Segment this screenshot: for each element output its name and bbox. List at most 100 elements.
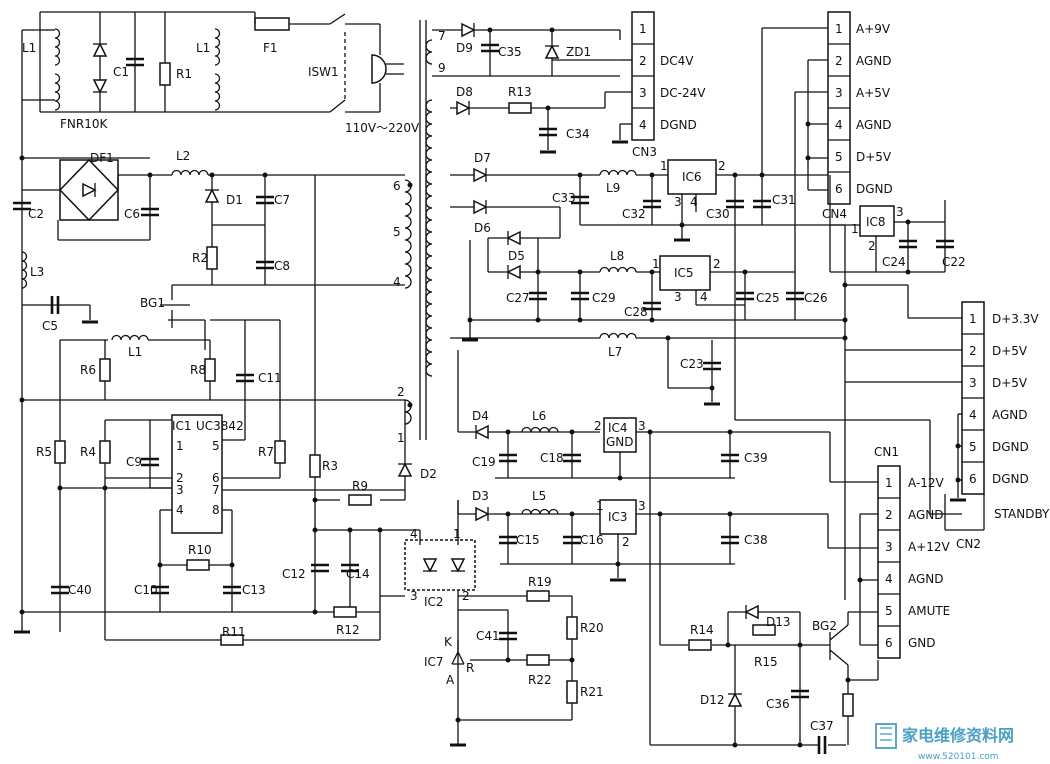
label-FNR10K: FNR10K bbox=[60, 117, 108, 131]
cn2-standby-label: STANDBY bbox=[994, 507, 1050, 521]
tx-pin7: 7 bbox=[438, 29, 446, 43]
opto-pin1: 1 bbox=[453, 527, 461, 541]
cn3-pin-label: DC-24V bbox=[660, 86, 706, 100]
label-L2: L2 bbox=[176, 149, 190, 163]
label-CN1: CN1 bbox=[874, 445, 899, 459]
label-C36: C36 bbox=[766, 697, 790, 711]
label-C22: C22 bbox=[942, 255, 966, 269]
ic1-pin3: 3 bbox=[176, 483, 184, 497]
label-CN4: CN4 bbox=[822, 207, 847, 221]
tx-pin2: 2 bbox=[397, 385, 405, 399]
cn1-pin-label: GND bbox=[908, 636, 936, 650]
tx-pin5: 5 bbox=[393, 225, 401, 239]
label-R6: R6 bbox=[80, 363, 96, 377]
label-C2: C2 bbox=[28, 207, 44, 221]
label-C25: C25 bbox=[756, 291, 780, 305]
label-D6: D6 bbox=[474, 221, 491, 235]
cn4-pin-label: A+5V bbox=[856, 86, 891, 100]
cn4-pin-label: AGND bbox=[856, 118, 892, 132]
cn4-pin-label: D+5V bbox=[856, 150, 892, 164]
label-R3: R3 bbox=[322, 459, 338, 473]
watermark-url: www.520101.com bbox=[918, 752, 999, 762]
ic1-pin6: 6 bbox=[212, 471, 220, 485]
label-C38: C38 bbox=[744, 533, 768, 547]
label-R15: R15 bbox=[754, 655, 778, 669]
ic8-pin1: 1 bbox=[851, 222, 859, 236]
label-C37: C37 bbox=[810, 719, 834, 733]
label-C19: C19 bbox=[472, 455, 496, 469]
label-R20: R20 bbox=[580, 621, 604, 635]
ic4-pin3: 3 bbox=[638, 419, 646, 433]
cn3-pin-number: 4 bbox=[639, 118, 647, 132]
label-R12: R12 bbox=[336, 623, 360, 637]
cn4-pin-label: AGND bbox=[856, 54, 892, 68]
ic3-pin1: 1 bbox=[596, 499, 604, 513]
cn1-pin-number: 3 bbox=[885, 540, 893, 554]
regulator-section: D7 L9 IC6 1 2 3 4 C33 C32 C30 C31 D6 D5 … bbox=[450, 151, 962, 515]
cn3-pin-number: 3 bbox=[639, 86, 647, 100]
ic1-pin1: 1 bbox=[176, 439, 184, 453]
label-R14: R14 bbox=[690, 623, 714, 637]
label-L3: L3 bbox=[30, 265, 44, 279]
label-D7: D7 bbox=[474, 151, 491, 165]
label-UC3842: UC3842 bbox=[196, 419, 244, 433]
ic1-pin4: 4 bbox=[176, 503, 184, 517]
label-C11: C11 bbox=[258, 371, 282, 385]
cn3-pin-number: 2 bbox=[639, 54, 647, 68]
label-L8: L8 bbox=[610, 249, 624, 263]
label-A: A bbox=[446, 673, 455, 687]
label-D4: D4 bbox=[472, 409, 489, 423]
cn4-pin-number: 4 bbox=[835, 118, 843, 132]
ic8-pin3: 3 bbox=[896, 205, 904, 219]
label-C34: C34 bbox=[566, 127, 590, 141]
label-R9: R9 bbox=[352, 479, 368, 493]
watermark-title: 家电维修资料网 bbox=[902, 726, 1014, 745]
cn2-pin-number: 3 bbox=[969, 376, 977, 390]
cn4-pin-number: 1 bbox=[835, 22, 843, 36]
ic6-pin2: 2 bbox=[718, 159, 726, 173]
label-C10: C10 bbox=[134, 583, 158, 597]
label-DF1: DF1 bbox=[90, 151, 114, 165]
ic3-pin3: 3 bbox=[638, 499, 646, 513]
ic5-pin1: 1 bbox=[652, 257, 660, 271]
opto-pin3: 3 bbox=[410, 589, 418, 603]
label-R22: R22 bbox=[528, 673, 552, 687]
cn1-pin-label: AGND bbox=[908, 572, 944, 586]
ic6-pin3: 3 bbox=[674, 195, 682, 209]
label-CN3: CN3 bbox=[632, 145, 657, 159]
label-C31: C31 bbox=[772, 193, 796, 207]
opto-pin2: 2 bbox=[462, 589, 470, 603]
label-C40: C40 bbox=[68, 583, 92, 597]
label-C24: C24 bbox=[882, 255, 906, 269]
cn2-pin-label: DGND bbox=[992, 472, 1029, 486]
mains-input-section: L1 C1 R1 L1 F1 ISW1 FNR10K 110V～220V bbox=[22, 11, 420, 135]
label-K: K bbox=[444, 635, 453, 649]
label-IC6: IC6 bbox=[682, 170, 702, 184]
cn2-pin-number: 2 bbox=[969, 344, 977, 358]
label-IC4-GND: GND bbox=[606, 435, 634, 449]
label-C35: C35 bbox=[498, 45, 522, 59]
label-L1b: L1 bbox=[196, 41, 210, 55]
ic5-pin2: 2 bbox=[713, 257, 721, 271]
label-R-ref: R bbox=[466, 661, 474, 675]
label-C9: C9 bbox=[126, 455, 142, 469]
ic6-pin1: 1 bbox=[660, 159, 668, 173]
cn1-pin-label: A+12V bbox=[908, 540, 951, 554]
label-L5: L5 bbox=[532, 489, 546, 503]
label-IC2: IC2 bbox=[424, 595, 444, 609]
cn4-pin-label: DGND bbox=[856, 182, 893, 196]
label-IC3: IC3 bbox=[608, 510, 628, 524]
label-R8: R8 bbox=[190, 363, 206, 377]
cn2-pin-label: DGND bbox=[992, 440, 1029, 454]
ic5-pin4: 4 bbox=[700, 290, 708, 304]
label-C41: C41 bbox=[476, 629, 500, 643]
label-C27: C27 bbox=[506, 291, 530, 305]
ic1-pin8: 8 bbox=[212, 503, 220, 517]
tx-pin1: 1 bbox=[397, 431, 405, 445]
